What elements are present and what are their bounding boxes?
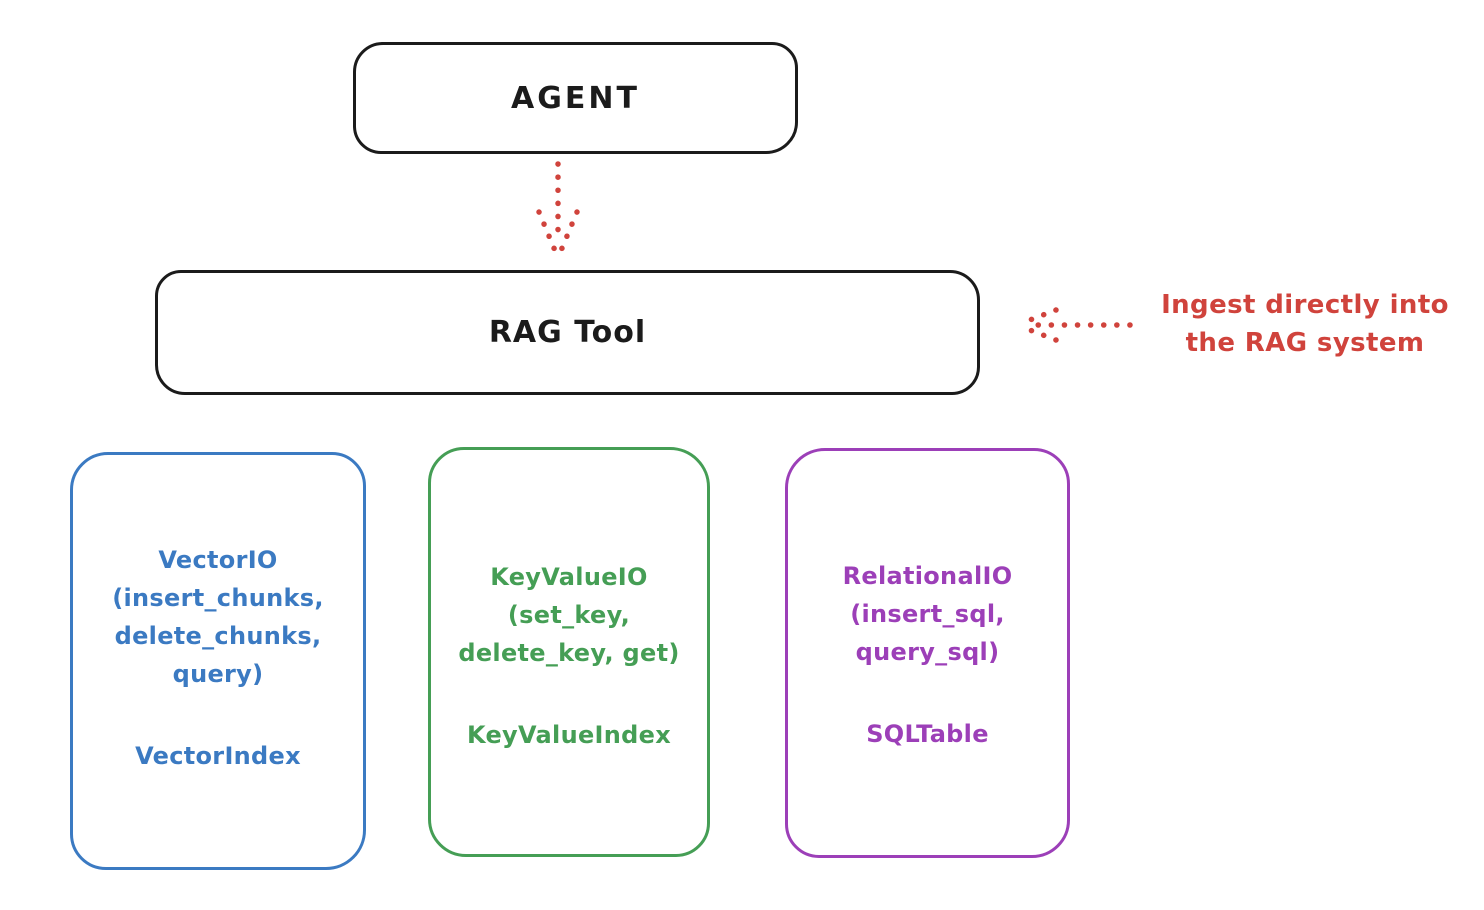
backend-methods-line: (insert_chunks, [112, 584, 324, 612]
arrowhead-right-wing [557, 209, 580, 256]
backend-methods-line: (set_key, [507, 601, 631, 629]
arrowhead-left-wing [536, 209, 559, 256]
agent-box-label: AGENT [511, 80, 640, 116]
relationalio-box: RelationalIO (insert_sql, query_sql) SQL… [785, 448, 1070, 858]
annotation-to-ragtool-arrow [1019, 307, 1133, 343]
agent-to-ragtool-arrow [536, 161, 580, 256]
backend-name: VectorIO [158, 546, 278, 574]
keyvalueio-box: KeyValueIO (set_key, delete_key, get) Ke… [428, 447, 710, 857]
backend-methods-line: (insert_sql, [850, 600, 1005, 628]
backend-methods-line: delete_key, get) [458, 639, 680, 667]
backend-methods-line: delete_chunks, [114, 622, 322, 650]
backend-methods-line: query) [172, 660, 264, 688]
ingest-annotation-line1: Ingest directly into [1161, 290, 1449, 320]
ingest-annotation-line2: the RAG system [1185, 328, 1425, 358]
backend-name: RelationalIO [842, 562, 1013, 590]
backend-index-label: KeyValueIndex [467, 721, 671, 749]
vectorio-box: VectorIO (insert_chunks, delete_chunks, … [70, 452, 366, 870]
backend-index-label: VectorIndex [135, 742, 301, 770]
rag-tool-box-label: RAG Tool [488, 315, 647, 350]
ingest-annotation: Ingest directly into the RAG system [1140, 286, 1470, 362]
backend-index-label: SQLTable [866, 720, 989, 748]
arrowhead-bottom-wing [1019, 324, 1059, 343]
agent-box: AGENT [353, 42, 798, 154]
backend-name: KeyValueIO [490, 563, 648, 591]
rag-tool-box: RAG Tool [155, 270, 980, 395]
backend-methods-line: query_sql) [855, 638, 1000, 666]
arrowhead-top-wing [1019, 307, 1059, 326]
